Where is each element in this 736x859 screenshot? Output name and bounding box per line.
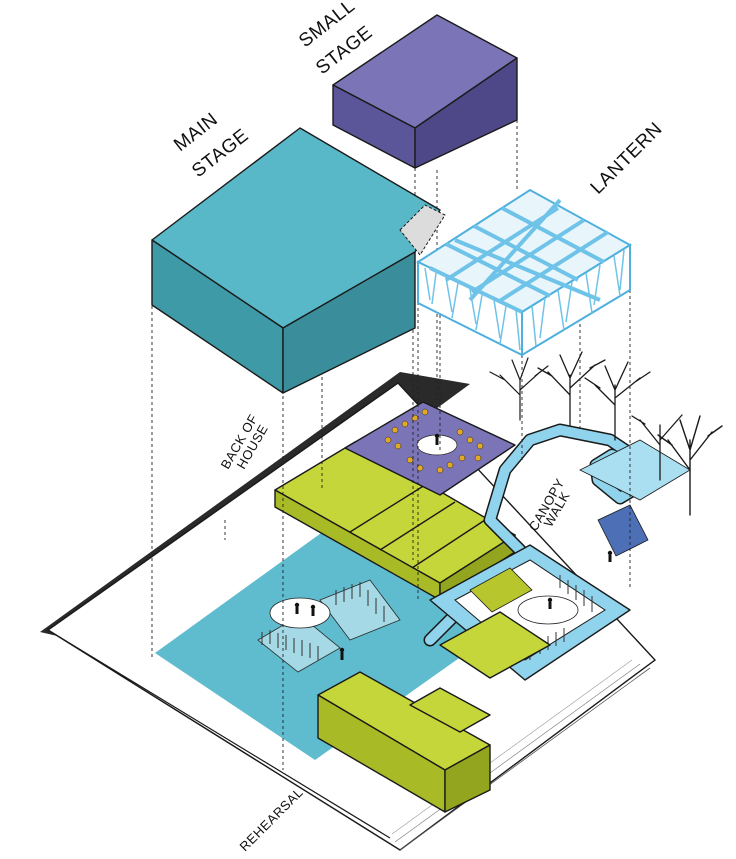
lantern-lattice [429, 198, 610, 314]
tree-3 [584, 361, 651, 441]
canopy-pool [579, 439, 691, 501]
back-of-house-block [274, 441, 516, 601]
label-rehearsal: REHEARSAL [237, 785, 306, 854]
label-lantern: LANTERN [587, 118, 667, 198]
small-stage-floor [344, 401, 516, 496]
rehearsal-block [317, 611, 551, 813]
small-stage-right [414, 57, 518, 169]
lantern-right [521, 243, 631, 357]
tree-4 [657, 415, 723, 516]
tree-5 [631, 414, 683, 481]
main-stage-right [282, 251, 416, 394]
lantern-floor [429, 544, 631, 681]
ground-edge-lines [399, 667, 651, 851]
canopy-ramp [597, 504, 649, 557]
lantern-volume [415, 188, 632, 357]
rehearsal-circle [269, 597, 331, 629]
tree-2 [537, 351, 606, 426]
small-stage-volume [332, 14, 518, 169]
main-stage-notch [399, 204, 446, 256]
tree-1 [489, 357, 549, 421]
trees [489, 351, 723, 516]
rehearsal-seating [257, 579, 401, 673]
main-stage-volume [151, 127, 446, 394]
